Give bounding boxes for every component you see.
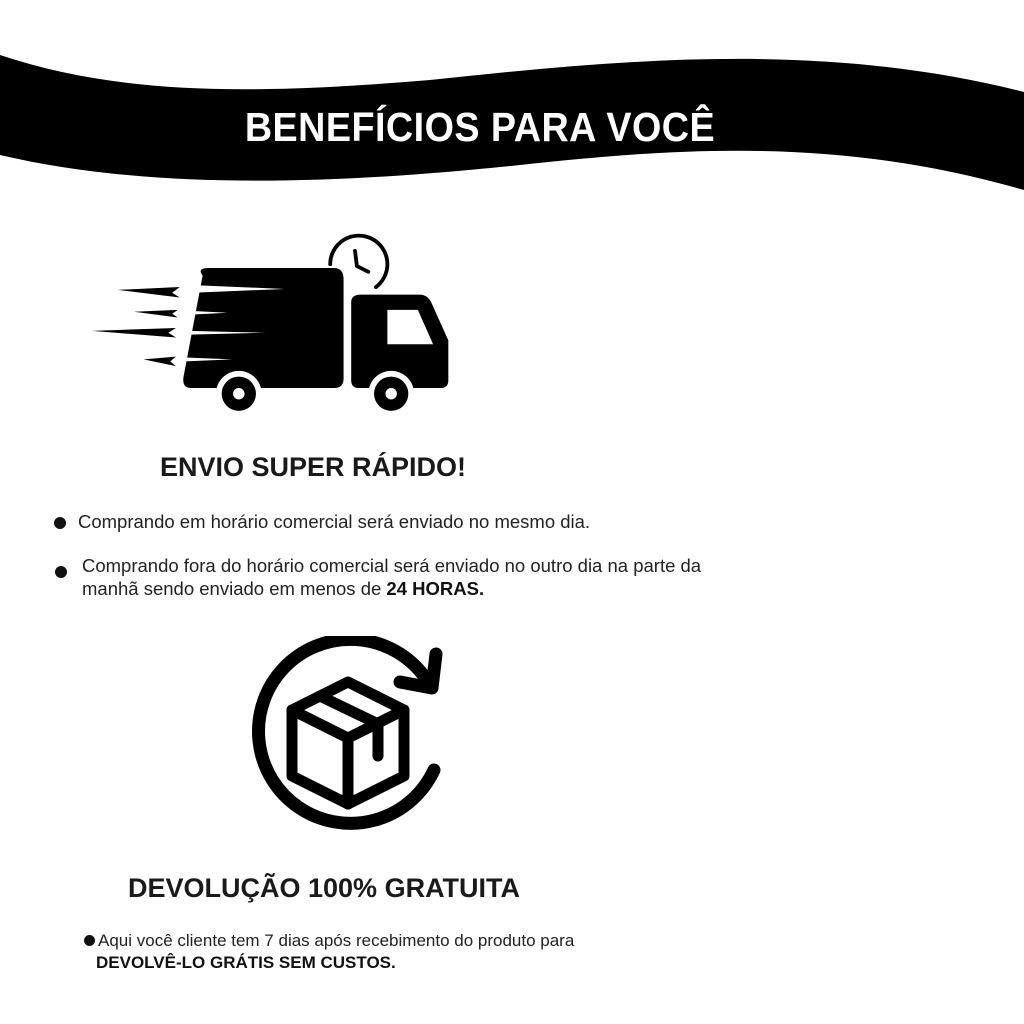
box-icon xyxy=(286,676,410,810)
wave-banner xyxy=(0,55,1024,190)
bullet-text: Aqui você cliente tem 7 dias após recebi… xyxy=(98,931,575,950)
bullet-text: Comprando em horário comercial será envi… xyxy=(78,511,591,532)
fast-delivery-truck-icon xyxy=(92,233,449,417)
bullet-bold-text: 24 HORAS. xyxy=(386,578,485,599)
returns-bullet-1: Aqui você cliente tem 7 dias após recebi… xyxy=(96,930,575,974)
bullet-dot-icon xyxy=(55,566,67,578)
shipping-bullet-1: Comprando em horário comercial será envi… xyxy=(78,510,590,533)
bullet-dot-icon xyxy=(84,935,95,946)
bullet-bold-text: DEVOLVÊ-LO GRÁTIS SEM CUSTOS. xyxy=(96,953,396,972)
box-return-icon xyxy=(252,636,443,830)
shipping-bullet-2: Comprando fora do horário comercial será… xyxy=(82,554,702,600)
clock-icon xyxy=(328,233,390,289)
bullet-text: Comprando fora do horário comercial será… xyxy=(82,555,702,599)
section-heading-fast-shipping: ENVIO SUPER RÁPIDO! xyxy=(160,452,467,482)
bullet-dot-icon xyxy=(54,517,66,529)
banner-title: BENEFÍCIOS PARA VOCÊ xyxy=(244,104,716,150)
section-heading-free-returns: DEVOLUÇÃO 100% GRATUITA xyxy=(128,873,521,903)
